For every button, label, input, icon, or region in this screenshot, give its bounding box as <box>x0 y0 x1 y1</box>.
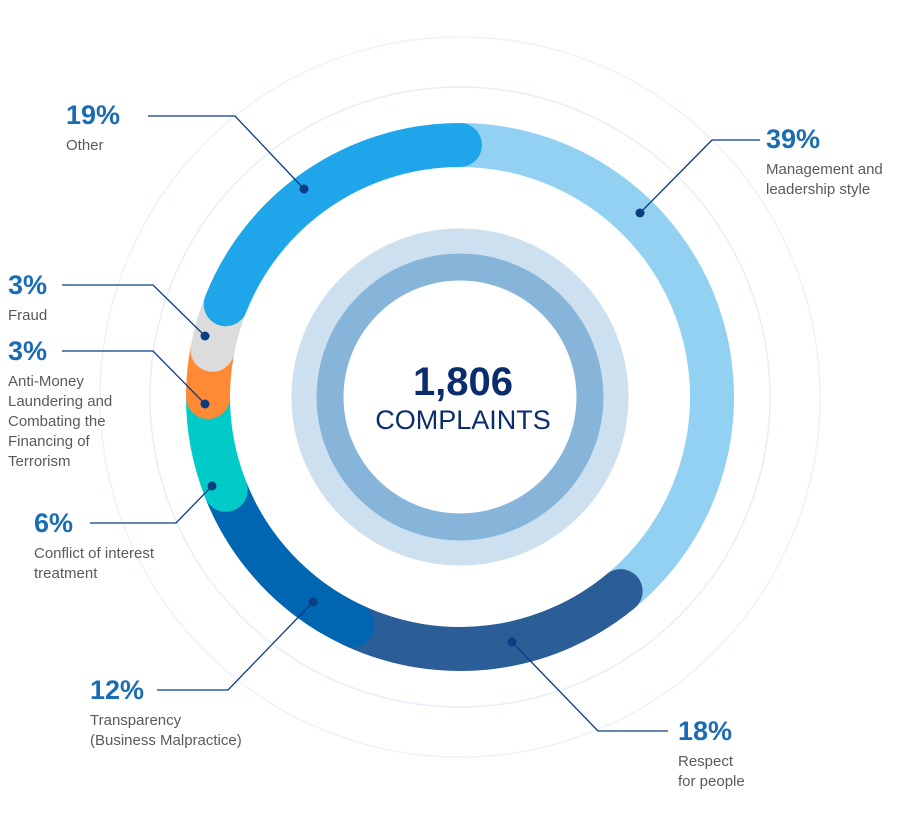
label-other: 19% Other <box>66 100 120 156</box>
leader-line-0 <box>639 139 713 214</box>
leader-line-1 <box>511 641 668 732</box>
leader-line-3 <box>90 485 213 524</box>
percent-label: 19% <box>66 100 121 130</box>
marker-dot-2 <box>308 597 318 607</box>
leader-line-4 <box>62 350 206 405</box>
marker-dot-6 <box>299 184 309 194</box>
marker-dot-4 <box>200 399 210 409</box>
inner-ring-dark <box>316 253 604 541</box>
total-label: COMPLAINTS <box>375 405 551 435</box>
percent-label: 3% <box>8 270 48 300</box>
percent-label: 3% <box>8 336 48 366</box>
donut-segment-2 <box>203 467 375 648</box>
percent-label: 6% <box>34 508 74 538</box>
slice-label: Fraud <box>8 307 48 324</box>
slice-label: Transparency(Business Malpractice) <box>90 712 242 749</box>
donut-segment-1 <box>330 569 643 671</box>
leader-line-5 <box>62 284 206 337</box>
label-fraud: 3% Fraud <box>8 270 47 326</box>
total-count: 1,806 <box>412 360 514 404</box>
label-transparency: 12% Transparency(Business Malpractice) <box>90 675 242 751</box>
marker-dot-5 <box>200 331 210 341</box>
decor-ring-2 <box>99 36 821 758</box>
percent-label: 18% <box>678 716 733 746</box>
marker-dot-0 <box>635 208 645 218</box>
percent-label: 12% <box>90 675 145 705</box>
donut-segment-0 <box>438 123 734 614</box>
leader-line-2 <box>157 601 314 691</box>
leader-line-6 <box>148 115 305 190</box>
donut-segment-6 <box>203 123 482 327</box>
inner-ring-light <box>291 228 629 566</box>
decor-ring-1 <box>149 86 771 708</box>
slice-label: Other <box>66 137 104 154</box>
marker-dot-3 <box>207 481 217 491</box>
percent-label: 39% <box>766 124 821 154</box>
marker-dot-1 <box>507 637 517 647</box>
